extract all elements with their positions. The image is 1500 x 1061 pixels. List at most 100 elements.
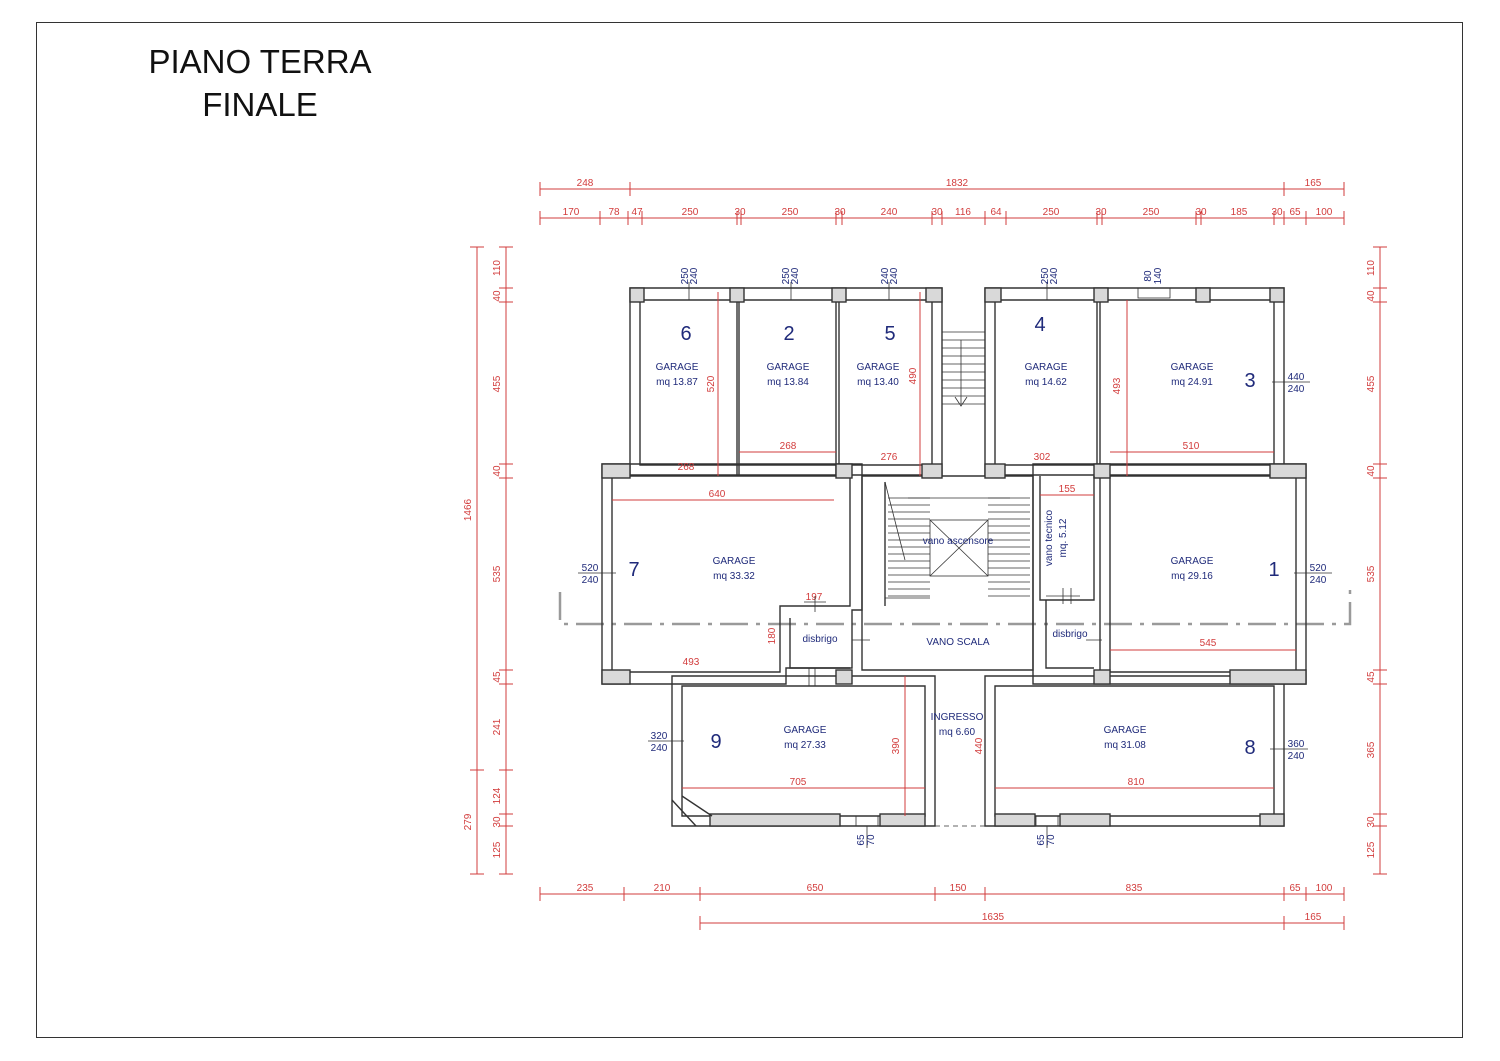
room-number: 9: [710, 731, 721, 753]
dim-ingresso-h: 440: [974, 737, 985, 754]
top-dim-label: 78: [608, 207, 620, 218]
room-label: GARAGE: [857, 362, 900, 373]
room-number: 4: [1034, 314, 1045, 336]
top-dim-label: 250: [682, 207, 699, 218]
right-dim-label: 45: [1366, 671, 1377, 683]
left-dim-label: 241: [492, 718, 503, 735]
door-size-9: 320: [651, 731, 668, 742]
dim-w-1: 545: [1200, 638, 1217, 649]
bottom-dim-label: 650: [807, 883, 824, 894]
room-number: 7: [628, 559, 639, 581]
room-area: mq 13.84: [767, 377, 809, 388]
top-dim-label: 64: [990, 207, 1002, 218]
top-dim-label: 1832: [946, 178, 969, 189]
disbrigo-walls: [789, 476, 1095, 669]
dim-w-9: 705: [790, 777, 807, 788]
bottom-dim-label: 835: [1126, 883, 1143, 894]
room-label: GARAGE: [1025, 362, 1068, 373]
dim-disbrigo-w: 197: [806, 592, 823, 603]
room-label: GARAGE: [767, 362, 810, 373]
left-dim-label: 455: [492, 375, 503, 392]
top-dim-label: 47: [631, 207, 643, 218]
window-size-3: 80: [1143, 270, 1154, 282]
top-dim-label: 30: [1195, 207, 1207, 218]
left-dim-label: 40: [492, 465, 503, 477]
room-label: GARAGE: [713, 556, 756, 567]
bottom-dim-label: 1635: [982, 912, 1005, 923]
dim-w-4: 302: [1034, 452, 1051, 463]
drawing-frame: [36, 22, 1463, 1038]
room-label: GARAGE: [784, 725, 827, 736]
top-dim-label: 65: [1289, 207, 1301, 218]
right-dimensions: 110 40 455 40 535 45 365 30 125: [1366, 246, 1387, 875]
dim-w-7: 640: [709, 489, 726, 500]
left-dim-label: 279: [463, 813, 474, 830]
room-number: 5: [884, 323, 895, 345]
dim-h-3: 493: [1112, 377, 1123, 394]
door-size-9: 240: [651, 743, 668, 754]
door-size-5: 240: [889, 267, 900, 284]
top-dim-label: 30: [834, 207, 846, 218]
door-size-6: 250: [680, 267, 691, 284]
top-dim-label: 30: [931, 207, 943, 218]
opening-marks: 250 240 250 240 240 240 250 240 80 140 4…: [578, 267, 1332, 848]
window-size-3: 140: [1153, 267, 1164, 284]
left-dim-label: 124: [492, 787, 503, 804]
section-axis-line: [558, 590, 1352, 626]
left-dim-label: 125: [492, 841, 503, 858]
dim-vano-tecnico: 155: [1059, 484, 1076, 495]
bottom-dim-label: 210: [654, 883, 671, 894]
room-number: 1: [1268, 559, 1279, 581]
room-area: mq 14.62: [1025, 377, 1067, 388]
room-numbers: 6 2 5 4 3 7 1 9 8: [628, 314, 1279, 759]
left-dim-label: 30: [492, 816, 503, 828]
left-dim-label: 110: [492, 260, 503, 276]
window-size-9: 70: [866, 834, 877, 846]
right-dim-label: 455: [1366, 375, 1377, 392]
door-size-7: 520: [582, 563, 599, 574]
window-size-9: 65: [856, 834, 867, 846]
top-dim-label: 30: [734, 207, 746, 218]
door-size-2: 240: [790, 267, 801, 284]
window-size-8: 65: [1036, 834, 1047, 846]
right-dim-label: 40: [1366, 465, 1377, 477]
door-size-4: 250: [1040, 267, 1051, 284]
dim-w2-7: 493: [683, 657, 700, 668]
bottom-dim-label: 235: [577, 883, 594, 894]
room-area: mq 24.91: [1171, 377, 1213, 388]
drawing-title: PIANO TERRA FINALE: [120, 40, 400, 126]
room-number: 2: [783, 323, 794, 345]
top-dim-label: 30: [1271, 207, 1283, 218]
internal-dimensions: 520 268 268 490 276 302 493 510 640 493 …: [612, 292, 1296, 816]
vano-tecnico-area: mq. 5.12: [1058, 518, 1069, 557]
bottom-dimensions: 235 210 650 150 835 65 100 1635 165: [539, 883, 1345, 930]
title-line-2: FINALE: [202, 86, 318, 123]
left-dim-label: 45: [492, 671, 503, 683]
room-labels: GARAGE mq 13.87 GARAGE mq 13.84 GARAGE m…: [656, 362, 1214, 751]
dim-h-9: 390: [891, 737, 902, 754]
door-size-1: 520: [1310, 563, 1327, 574]
door-size-1: 240: [1310, 575, 1327, 586]
room-number: 3: [1244, 370, 1255, 392]
vano-tecnico-label: vano tecnico: [1044, 509, 1055, 566]
top-dim-label: 250: [1143, 207, 1160, 218]
bottom-dim-label: 65: [1289, 883, 1301, 894]
right-dim-label: 125: [1366, 841, 1377, 858]
top-dim-label: 250: [1043, 207, 1060, 218]
top-dim-label: 240: [881, 207, 898, 218]
dim-w-3: 510: [1183, 441, 1200, 452]
left-dim-label: 1466: [463, 498, 474, 521]
ingresso-area: mq 6.60: [939, 727, 976, 738]
dim-w-8: 810: [1128, 777, 1145, 788]
bottom-dim-label: 100: [1316, 883, 1333, 894]
dim-w-6: 268: [678, 462, 695, 473]
top-dim-label: 170: [563, 207, 580, 218]
door-size-5: 240: [880, 267, 891, 284]
dim-disbrigo-h: 180: [767, 627, 778, 644]
building-walls: [601, 287, 1307, 827]
dim-w-5: 276: [881, 452, 898, 463]
right-dim-label: 110: [1366, 260, 1377, 276]
disbrigo-label: disbrigo: [802, 634, 837, 645]
room-area: mq 29.16: [1171, 571, 1213, 582]
